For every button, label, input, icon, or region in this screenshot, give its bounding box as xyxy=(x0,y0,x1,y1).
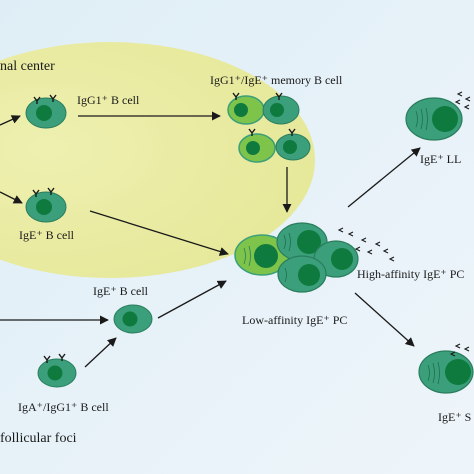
ige-llpc-label: IgE⁺ LL xyxy=(420,152,461,166)
ige-slpc-cell xyxy=(418,350,474,394)
plasma-cell-cluster xyxy=(234,222,359,293)
ige-b-cell-ef-label: IgE⁺ B cell xyxy=(93,284,149,298)
follicular-foci-label: follicular foci xyxy=(0,431,77,446)
arrow-pc-to-slpc xyxy=(354,292,415,347)
secreted-antibodies xyxy=(337,91,471,357)
igg1-b-cell xyxy=(25,94,67,129)
iga-igg1-b-cell xyxy=(37,353,77,388)
germinal-center-label: nal center xyxy=(0,59,55,74)
arrow-ige-to-pc xyxy=(89,210,229,256)
iga-igg1-b-cell-label: IgA⁺/IgG1⁺ B cell xyxy=(18,400,109,414)
pathway-arrows xyxy=(0,111,421,368)
arrow-into-ige-gc xyxy=(0,191,23,204)
ige-b-cell-gc xyxy=(25,187,67,223)
high-affinity-pc-label: High-affinity IgE⁺ PC xyxy=(357,267,464,281)
ige-b-cell-extrafollicular xyxy=(113,304,153,334)
memory-b-cell-label: IgG1⁺/IgE⁺ memory B cell xyxy=(210,73,343,87)
ige-llpc-cell xyxy=(405,97,463,141)
low-affinity-pc-label: Low-affinity IgE⁺ PC xyxy=(242,313,347,327)
arrow-iga-to-ige xyxy=(84,337,117,368)
memory-b-cell-cluster xyxy=(227,92,311,163)
arrow-ige-ef-to-pc xyxy=(157,280,227,319)
arrow-pc-to-llpc xyxy=(347,147,421,208)
arrow-into-igg1 xyxy=(0,115,21,126)
ige-b-cell-gc-label: IgE⁺ B cell xyxy=(19,228,75,242)
ige-slpc-label: IgE⁺ S xyxy=(438,410,471,424)
igg1-b-cell-label: IgG1⁺ B cell xyxy=(77,93,140,107)
